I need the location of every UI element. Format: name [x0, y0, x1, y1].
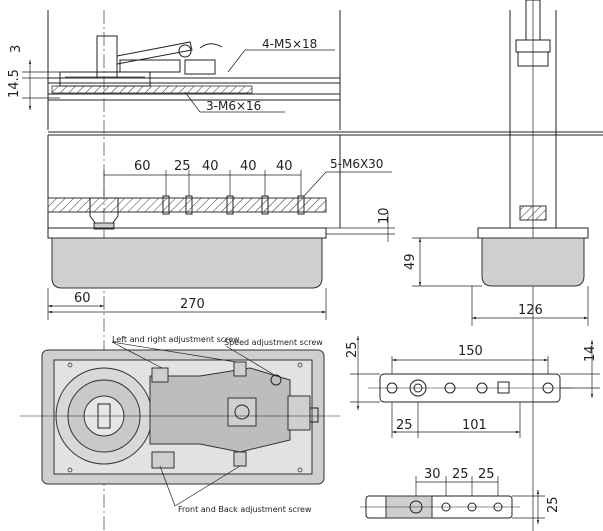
dim-25-bottom-side: 25 — [546, 496, 561, 513]
dim-49: 49 — [403, 253, 418, 270]
dim-126: 126 — [518, 303, 543, 318]
dim-14: 14 — [583, 345, 598, 362]
label-3-m6x16: 3-M6×16 — [206, 99, 261, 113]
label-speed-adjustment: Speed adjustment screw — [224, 338, 323, 347]
middle-section-view — [47, 131, 603, 242]
dim-25-bottom-b: 25 — [478, 467, 495, 482]
label-4-m5x18: 4-M5×18 — [262, 37, 317, 51]
dim-10: 10 — [377, 207, 392, 224]
dim-25-plate-bottom: 25 — [396, 418, 413, 433]
label-5-m6x30: 5-M6X30 — [330, 157, 383, 171]
plan-view — [20, 341, 340, 507]
dim-25-bottom-a: 25 — [452, 467, 469, 482]
dim-40-b: 40 — [240, 159, 257, 174]
dim-25-plate-left: 25 — [345, 341, 360, 358]
dim-30-bottom: 30 — [424, 467, 441, 482]
dim-40-c: 40 — [276, 159, 293, 174]
dim-150: 150 — [458, 344, 483, 359]
dim-14-5: 14.5 — [7, 69, 22, 98]
label-left-right-adjustment: Left and right adjustment screw — [112, 335, 240, 344]
dim-3: 3 — [9, 45, 24, 53]
dim-60-top: 60 — [134, 159, 151, 174]
body-side-view — [47, 227, 327, 320]
right-end-view — [412, 0, 589, 531]
dim-60-body: 60 — [74, 291, 91, 306]
mounting-plate-view — [350, 336, 600, 438]
dim-270: 270 — [180, 297, 205, 312]
dim-101: 101 — [462, 418, 487, 433]
label-front-back-adjustment: Front and Back adjustment screw — [178, 505, 312, 514]
dim-40-a: 40 — [202, 159, 219, 174]
bottom-small-view — [360, 476, 545, 524]
dim-25-top: 25 — [174, 159, 191, 174]
